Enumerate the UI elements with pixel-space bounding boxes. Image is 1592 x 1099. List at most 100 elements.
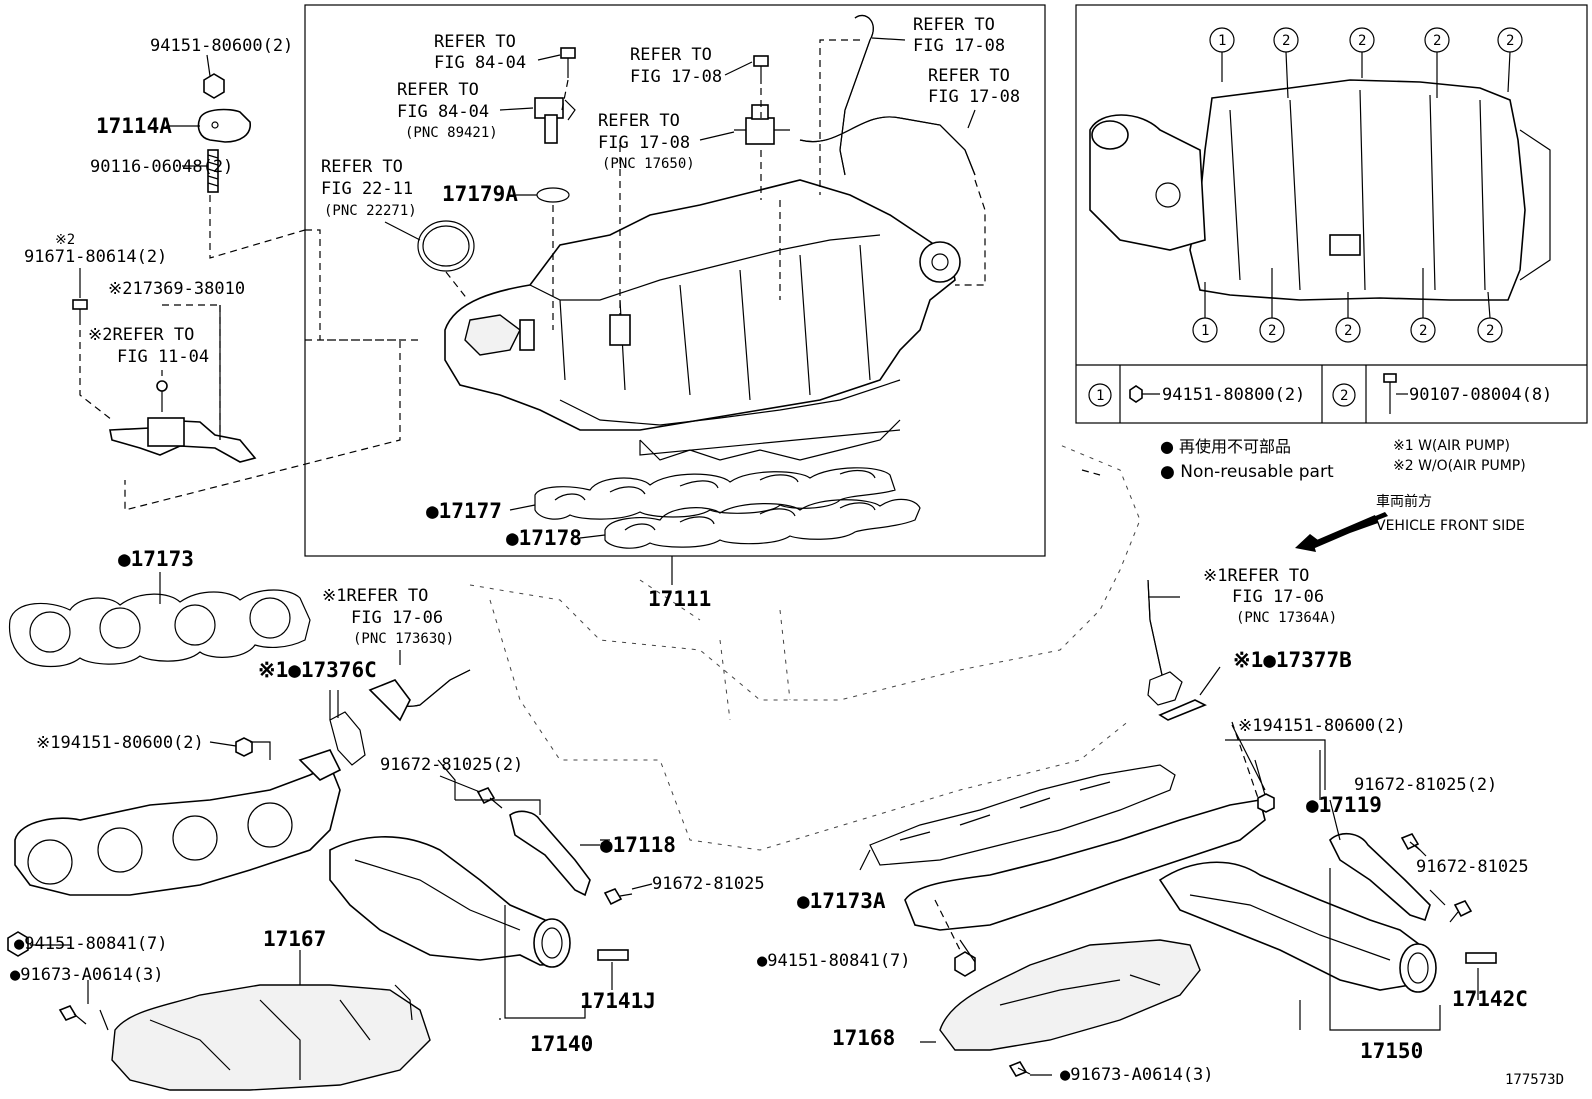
right-leader-lines	[859, 596, 1479, 1076]
label-17140: 17140	[530, 1032, 593, 1056]
inset-callout-top-5: 2	[1506, 33, 1514, 49]
gasket-17173	[8, 589, 311, 668]
nut-94151-80600-exhaust-left	[235, 737, 253, 757]
inset-callout-top-4: 2	[1433, 33, 1441, 49]
legend-note2: ※2 W/O(AIR PUMP)	[1393, 458, 1526, 474]
inset-callout-bottom-3: 2	[1344, 323, 1352, 339]
gasket-17377B	[1147, 671, 1207, 721]
ref-fig17-08a-line1: REFER TO	[630, 45, 712, 65]
leader-94151-80600	[206, 54, 211, 77]
ref-fig17-08d-line2: FIG 17-08	[928, 87, 1020, 107]
inset-bolt-icon	[1383, 373, 1408, 414]
leader-fig17-08d	[967, 109, 976, 129]
vsv-17650	[734, 104, 790, 145]
inset-callout-bottom-4: 2	[1419, 323, 1427, 339]
leader-91672-81025-left	[439, 775, 481, 793]
label-17179A: 17179A	[442, 182, 518, 206]
gasket-17177	[534, 467, 896, 520]
ref-fig84-04b-line1: REFER TO	[397, 80, 479, 100]
inset-callouts	[1088, 27, 1523, 407]
label-94151-80841-7-left: ●94151-80841(7)	[14, 934, 168, 954]
intake-manifold-17111	[444, 179, 961, 461]
label-91671-80614-2: 91671-80614(2)	[24, 247, 167, 267]
inset-nut-icon	[1129, 385, 1160, 403]
leader-fig84-04b	[499, 107, 534, 111]
inset-key-1: 1	[1096, 388, 1104, 404]
label-17377B: ※1●17377B	[1233, 648, 1352, 672]
inset-manifold-view	[1089, 79, 1551, 301]
inset-frame	[1075, 4, 1588, 424]
leader-fig84-04a	[537, 54, 561, 61]
leader-22271	[384, 221, 421, 241]
bracket-17369-38010	[109, 380, 257, 463]
inset-key-1-part: 94151-80800(2)	[1162, 385, 1305, 405]
leader-17177	[509, 504, 536, 511]
label-17178: ●17178	[506, 526, 582, 550]
ref-fig17-08b-line2: FIG 17-08	[598, 133, 690, 153]
intake-manifold-frame	[304, 4, 1046, 557]
inset-callout-top-3: 2	[1358, 33, 1366, 49]
ref-fig17-08b-line3: (PNC 17650)	[602, 156, 695, 172]
leader-17178	[579, 534, 606, 539]
ref-fig84-04b-line3: (PNC 89421)	[405, 125, 498, 141]
label-17173: ●17173	[118, 547, 194, 571]
stud-dashed-leader	[209, 195, 306, 259]
bolt-91671-80614	[72, 299, 88, 325]
ref-fig17-08d-line1: REFER TO	[928, 66, 1010, 86]
ref-fig22-11-line1: REFER TO	[321, 157, 403, 177]
nut-94151-80600-left	[203, 73, 225, 99]
engine-block-ghost-top	[469, 444, 1141, 701]
vehicle-front-arrowhead	[1295, 512, 1388, 552]
label-17177: ●17177	[426, 499, 502, 523]
legend-note1: ※1 W(AIR PUMP)	[1393, 438, 1510, 454]
nut-94151-80841-right	[954, 951, 976, 977]
label-17111: 17111	[648, 587, 711, 611]
leader-94151-80600-left	[209, 741, 237, 747]
cover-plate-17114A	[197, 108, 251, 143]
left-leader-lines	[30, 572, 610, 1031]
bolt-91673-A0614-right	[1008, 1061, 1031, 1077]
label-17369-38010: ※217369-38010	[108, 279, 245, 299]
label-17167: 17167	[263, 927, 326, 951]
leader-fig17-08a	[724, 61, 753, 76]
label-94151-80600-2: 94151-80600(2)	[150, 36, 293, 56]
legend-nonreusable-jp: ● 再使用不可部品	[1160, 437, 1291, 456]
ref-fig17-06-right-line3: (PNC 17364A)	[1236, 610, 1337, 626]
bolt-91672-81025-mid	[603, 888, 633, 906]
label-17141J: 17141J	[580, 989, 656, 1013]
label-17150: 17150	[1360, 1039, 1423, 1063]
nut-94151-80600-right	[1257, 793, 1275, 813]
stud-17142C	[1465, 952, 1497, 964]
label-91672-81025-2-right: 91672-81025(2)	[1354, 775, 1497, 795]
legend-front-jp: 車両前方	[1376, 493, 1432, 510]
heat-insulator-17167	[111, 984, 431, 1091]
ref-fig17-06-left-line2: FIG 17-06	[351, 608, 443, 628]
bracket-dashed-leaders	[79, 304, 221, 440]
label-91673-A0614-3-left: ●91673-A0614(3)	[10, 965, 164, 985]
ref-fig17-06-right-line2: FIG 17-06	[1232, 587, 1324, 607]
gasket-17173A	[869, 764, 1176, 866]
label-17119: ●17119	[1306, 793, 1382, 817]
bolt-fig84-04	[560, 47, 576, 78]
inset-key-2: 2	[1340, 388, 1348, 404]
bolt-fig17-08	[753, 55, 769, 84]
exhaust-manifold-17140	[14, 749, 571, 968]
ref-fig17-08c-line2: FIG 17-08	[913, 36, 1005, 56]
gasket-ring-22271	[417, 220, 475, 272]
label-17168: 17168	[832, 1026, 895, 1050]
bolt-91673-A0614-left	[58, 1005, 87, 1025]
right-dashed-leaders	[934, 469, 1259, 951]
gasket-ring-22271-inner	[422, 225, 470, 267]
ref-fig17-06-left-line1: ※1REFER TO	[322, 586, 428, 606]
stud-90116-06048	[207, 149, 219, 193]
inset-callout-bottom-1: 1	[1201, 323, 1209, 339]
ref-fig84-04a-line2: FIG 84-04	[434, 53, 526, 73]
ref-fig17-06-right-line1: ※1REFER TO	[1203, 566, 1309, 586]
inset-callout-top-1: 1	[1218, 33, 1226, 49]
ref-fig84-04a-line1: REFER TO	[434, 32, 516, 52]
bolt-91672-81025-left	[476, 787, 503, 809]
engine-block-ghost-inner	[639, 579, 791, 721]
ref-fig11-04-line2: FIG 11-04	[117, 347, 209, 367]
leader-fig17-08b	[699, 131, 735, 141]
label-91673-A0614-3-right: ●91673-A0614(3)	[1060, 1065, 1214, 1085]
